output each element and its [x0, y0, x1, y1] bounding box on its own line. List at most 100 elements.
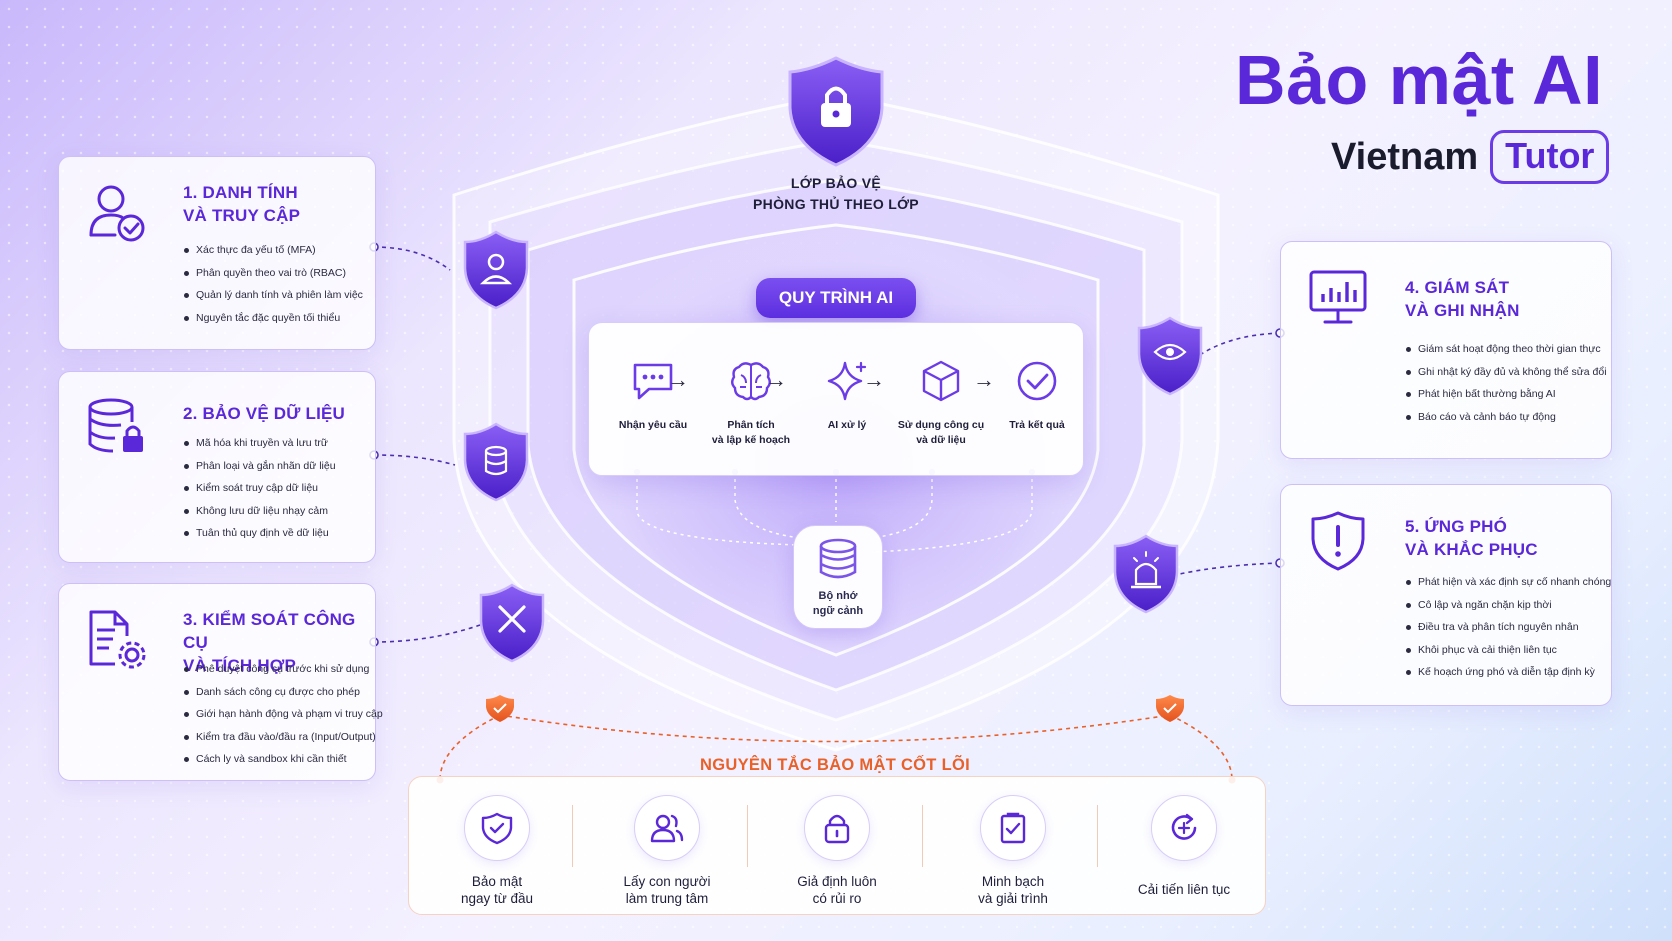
arrow-icon: → [667, 367, 689, 392]
arrow-icon: → [973, 367, 995, 392]
card-incident-response: 5. ỨNG PHÓ VÀ KHẮC PHỤC Phát hiện và xác … [1280, 484, 1612, 706]
list-item: Xác thực đa yếu tố (MFA) [184, 239, 363, 262]
step-label: AI xử lý [827, 419, 867, 431]
context-memory: Bộ nhớ ngữ cảnh [793, 525, 883, 629]
card-monitoring: 4. GIÁM SÁT VÀ GHI NHẬN Giám sát hoạt độn… [1280, 241, 1612, 459]
card-list: Giám sát hoạt động theo thời gian thực G… [1405, 338, 1607, 428]
divider [1097, 805, 1098, 867]
card-title-2: VÀ TÍCH HỢP [183, 656, 297, 675]
core-principles-title: NGUYÊN TẮC BẢO MẬT CỐT LÕI [700, 756, 970, 774]
brand-tutor-badge: Tutor [1490, 130, 1610, 184]
list-item: Tuân thủ quy định về dữ liệu [184, 522, 336, 545]
list-item: Không lưu dữ liệu nhạy cảm [184, 500, 336, 523]
brand-title: Bảo mật AI [1235, 41, 1604, 119]
step-label: Nhận yêu cầu [618, 419, 688, 431]
monitor-chart-icon [1309, 270, 1367, 324]
card-title: 1. DANH TÍNH [183, 183, 298, 202]
list-item: Danh sách công cụ được cho phép [184, 681, 383, 704]
divider [922, 805, 923, 867]
core-principles-panel: Bảo mật ngay từ đầu Lấy con người làm trun… [408, 776, 1266, 915]
sparkle-icon [827, 361, 867, 401]
list-item: Khôi phục và cải thiện liên tục [1405, 639, 1611, 662]
database-icon [819, 538, 857, 579]
list-item: Cô lập và ngăn chặn kịp thời [1405, 594, 1611, 617]
step-analyze: Phân tích và lập kế hoạch [696, 357, 806, 448]
shield-eye-icon [1137, 316, 1203, 396]
list-item: Phân quyền theo vai trò (RBAC) [184, 262, 363, 285]
principle-label: Giả định luôn [797, 874, 877, 889]
document-gear-icon [89, 610, 146, 669]
shield-database-icon [463, 422, 529, 502]
card-title: 2. BẢO VỆ DỮ LIỆU [183, 404, 346, 423]
list-item: Giới hạn hành động và phạm vi truy cập [184, 703, 383, 726]
principle-label: Lấy con người [623, 874, 711, 889]
orange-shield-right-icon [1156, 695, 1184, 722]
step-label-2: và lập kế hoạch [711, 434, 791, 446]
list-item: Mã hóa khi truyền và lưu trữ [184, 432, 336, 455]
principle-label-2: có rủi ro [812, 891, 862, 906]
step-ai-process: AI xử lý [792, 357, 902, 433]
step-label: Sử dụng công cụ [897, 419, 985, 431]
card-title-2: VÀ TRUY CẬP [183, 206, 301, 225]
step-return: Trả kết quả [982, 357, 1092, 433]
list-item: Giám sát hoạt động theo thời gian thực [1406, 338, 1607, 361]
list-item: Phân loại và gắn nhãn dữ liệu [184, 455, 336, 478]
card-data-protection: 2. BẢO VỆ DỮ LIỆU Mã hóa khi truyền và l… [58, 371, 376, 563]
principle-item: Giả định luôn có rủi ro [752, 795, 922, 907]
brain-icon [731, 362, 771, 401]
step-tools: Sử dụng công cụ và dữ liệu [886, 357, 996, 448]
brand-vietnam: Vietnam [1331, 135, 1479, 178]
layer-label: LỚP BẢO VỆ PHÒNG THỦ THEO LỚP [736, 173, 936, 215]
principle-label: Cải tiến liên tục [1137, 882, 1231, 897]
card-list: Phát hiện và xác định sự cố nhanh chóng … [1405, 571, 1611, 684]
shield-siren-icon [1113, 534, 1179, 614]
principle-label: Bảo mật [471, 874, 523, 889]
card-list: Xác thực đa yếu tố (MFA) Phân quyền theo… [183, 239, 363, 329]
card-title: 3. KIỂM SOÁT CÔNG CỤ [183, 610, 356, 652]
card-list: Phê duyệt công cụ trước khi sử dụng Danh… [183, 658, 383, 771]
list-item: Báo cáo và cảnh báo tự động [1406, 406, 1607, 429]
divider [572, 805, 573, 867]
refresh-icon [1171, 813, 1197, 840]
shield-tools-icon [479, 583, 545, 663]
database-lock-icon [88, 398, 143, 453]
process-title: QUY TRÌNH AI [756, 278, 916, 318]
memory-label-1: Bộ nhớ [818, 590, 858, 602]
memory-label-2: ngữ cảnh [812, 605, 864, 617]
clipboard-check-icon [1000, 812, 1026, 844]
principle-item: Lấy con người làm trung tâm [582, 795, 752, 907]
list-item: Phát hiện bất thường bằng AI [1406, 383, 1607, 406]
list-item: Quản lý danh tính và phiên làm việc [184, 284, 363, 307]
list-item: Kế hoạch ứng phó và diễn tập định kỳ [1405, 661, 1611, 684]
card-tool-control: 3. KIỂM SOÁT CÔNG CỤ VÀ TÍCH HỢP Phê duyệ… [58, 583, 383, 781]
step-label: Trả kết quả [1009, 419, 1065, 431]
card-title-2: VÀ KHẮC PHỤC [1405, 540, 1538, 559]
shield-check-icon [481, 812, 513, 845]
cube-icon [922, 360, 960, 402]
step-label-2: và dữ liệu [916, 434, 966, 446]
card-title: 4. GIÁM SÁT [1405, 278, 1510, 297]
list-item: Kiểm tra đầu vào/đầu ra (Input/Output) [184, 726, 383, 749]
shield-alert-icon [1311, 511, 1365, 571]
list-item: Kiểm soát truy cập dữ liệu [184, 477, 336, 500]
chat-icon [633, 363, 673, 400]
divider [747, 805, 748, 867]
principle-label-2: ngay từ đầu [460, 891, 534, 906]
arrow-icon: → [863, 367, 885, 392]
list-item: Nguyên tắc đặc quyền tối thiểu [184, 307, 363, 330]
card-identity-access: 1. DANH TÍNH VÀ TRUY CẬP Xác thực đa yếu … [58, 156, 376, 350]
shield-user-icon [463, 230, 529, 310]
principle-label-2: làm trung tâm [625, 891, 709, 906]
principle-label: Minh bạch [981, 874, 1045, 889]
principle-label-2: và giải trình [978, 891, 1048, 906]
step-receive: Nhận yêu cầu [598, 357, 708, 433]
list-item: Phê duyệt công cụ trước khi sử dụng [184, 658, 383, 681]
step-label: Phân tích [727, 419, 775, 431]
shield-lock-icon [788, 56, 884, 167]
card-title: 5. ỨNG PHÓ [1405, 517, 1508, 536]
card-title-2: VÀ GHI NHẬN [1405, 301, 1520, 320]
arrow-icon: → [765, 367, 787, 392]
layer-label-line-1: LỚP BẢO VỆ [790, 175, 882, 191]
user-check-icon [89, 185, 145, 242]
